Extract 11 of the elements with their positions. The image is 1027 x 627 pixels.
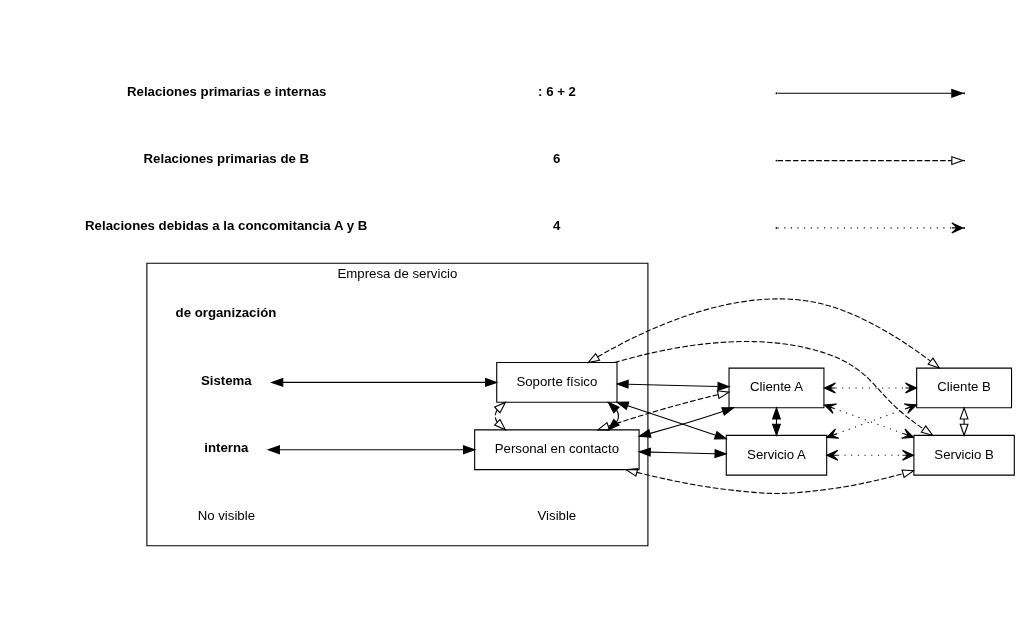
node-text: interna xyxy=(204,439,249,455)
label: 4 xyxy=(553,217,561,233)
label: No visible xyxy=(197,507,256,523)
node-text: Sistema xyxy=(200,372,252,388)
label: : 6 + 2 xyxy=(538,83,576,99)
legend-label: Relaciones primarias de B xyxy=(143,150,310,166)
legend-label: Relaciones primarias e internas xyxy=(127,83,327,99)
label: Visible xyxy=(537,507,577,523)
label: 6 xyxy=(553,150,561,166)
legend-label: Relaciones debidas a la concomitancia A y B xyxy=(85,217,368,233)
label: de organización xyxy=(175,304,277,320)
